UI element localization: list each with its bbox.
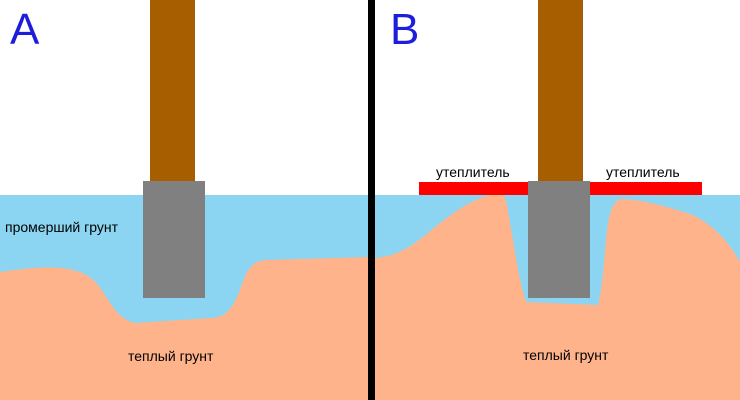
- panel-letter-b: B: [390, 5, 419, 54]
- insulation-label-right: утеплитель: [606, 164, 680, 180]
- panel-divider: [368, 0, 375, 400]
- foundation-block: [143, 181, 205, 298]
- foundation-block: [528, 181, 590, 298]
- warm-soil-layer: [0, 257, 368, 400]
- panel-letter-a: A: [10, 5, 40, 54]
- frozen-soil-label: промерший грунт: [5, 219, 119, 235]
- insulation-label-left: утеплитель: [436, 164, 510, 180]
- wooden-post: [150, 0, 195, 181]
- warm-soil-layer: [375, 193, 740, 400]
- warm-soil-label: теплый грунт: [523, 347, 609, 363]
- warm-soil-label: теплый грунт: [128, 348, 214, 364]
- wooden-post: [538, 0, 583, 181]
- panel-a: A промерший грунт теплый грунт: [0, 0, 368, 400]
- panel-b: B утеплитель утеплитель теплый грунт: [375, 0, 740, 400]
